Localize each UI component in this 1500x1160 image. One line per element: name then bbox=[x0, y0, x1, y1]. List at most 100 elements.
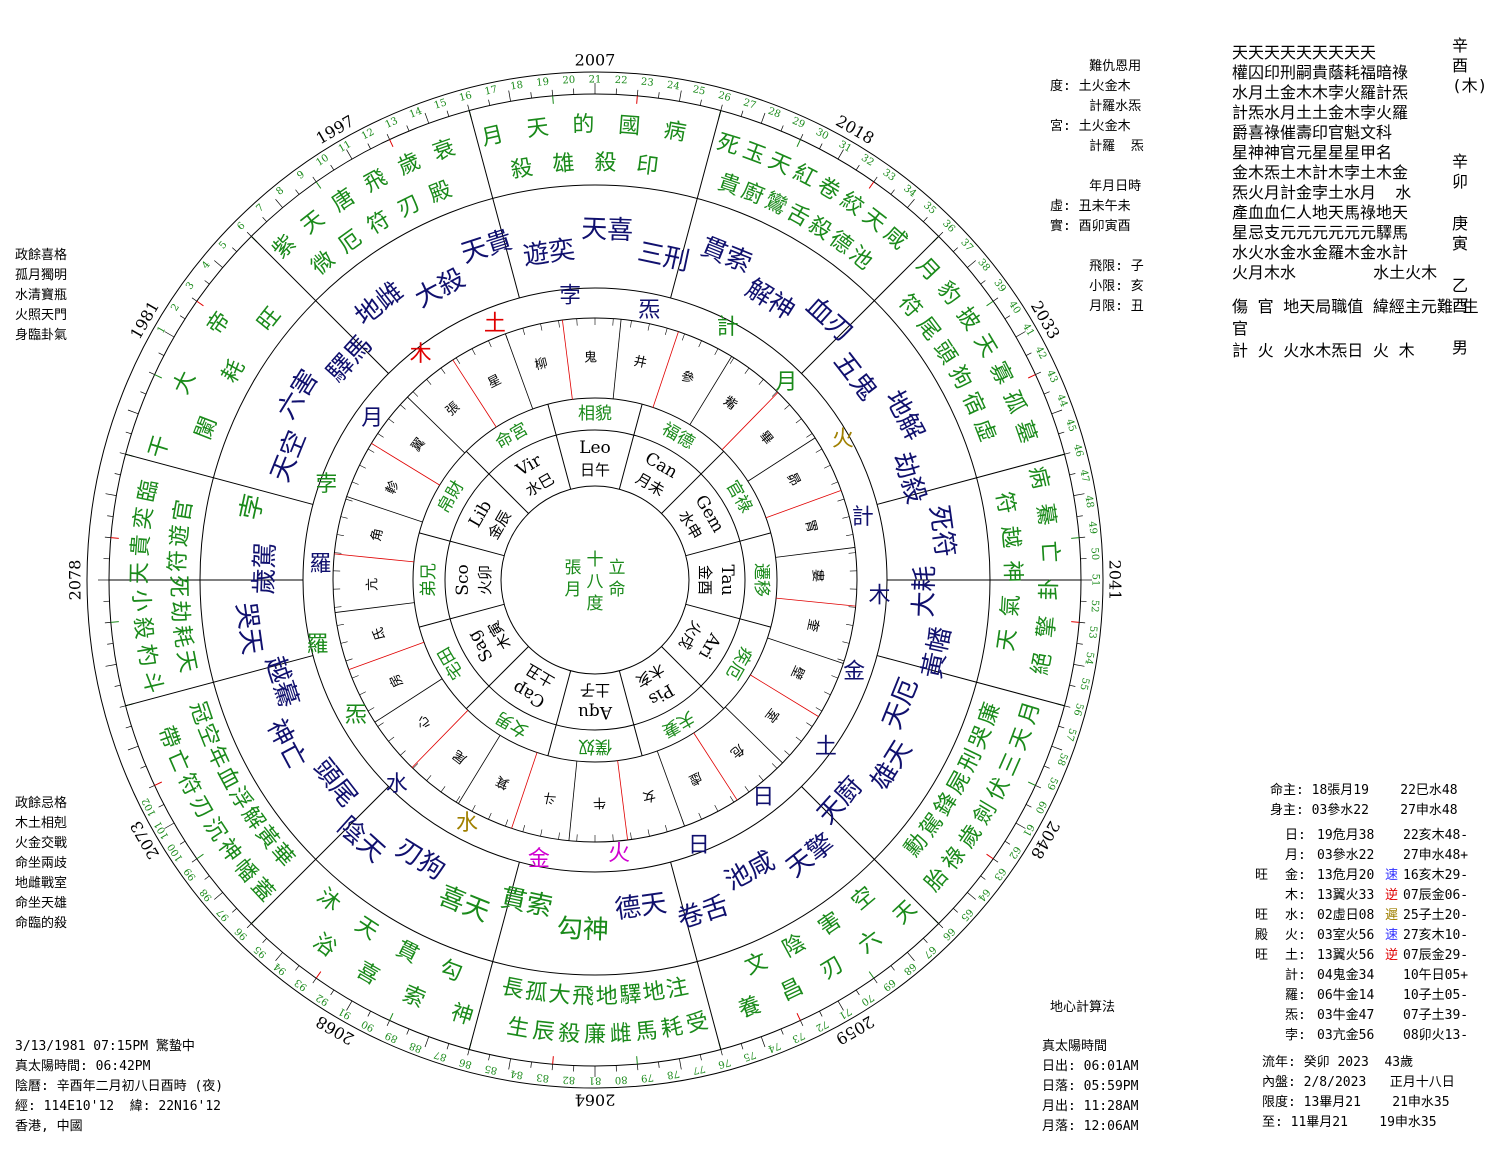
mansion-label: 畢 bbox=[756, 428, 776, 448]
mansion-divider bbox=[346, 496, 423, 523]
mansion-label: 翼 bbox=[409, 435, 429, 454]
planet-glyph: 羅 bbox=[307, 632, 329, 657]
degree-tick bbox=[771, 391, 778, 397]
age-tick bbox=[873, 977, 878, 984]
age-marker bbox=[154, 781, 162, 786]
outer-star-char: 紫 bbox=[268, 231, 301, 264]
house-star: 血刃 bbox=[800, 291, 859, 348]
degree-tick bbox=[558, 832, 560, 840]
age-tick bbox=[140, 765, 147, 769]
mansion-label: 奎 bbox=[804, 617, 821, 633]
outer-star-char: 頭 bbox=[928, 337, 961, 369]
outer-star-char: 官 bbox=[170, 498, 198, 524]
age-tick bbox=[1043, 391, 1050, 395]
age-tick bbox=[179, 840, 186, 845]
planet-k: 孛: bbox=[1285, 1028, 1306, 1043]
age-tick bbox=[800, 133, 804, 140]
duty-cell: 木 bbox=[1398, 341, 1425, 360]
age-tick bbox=[1064, 705, 1071, 708]
planet-k: 火: bbox=[1285, 928, 1306, 943]
age-label: 101 bbox=[152, 819, 171, 841]
sign-divider bbox=[661, 450, 725, 514]
outer-star-char: 闌 bbox=[191, 413, 222, 443]
age-tick bbox=[1015, 331, 1026, 338]
planet-b: 10午日05+ bbox=[1403, 968, 1469, 983]
pattern-line: 孤月獨明 bbox=[15, 268, 68, 283]
age-label: 11 bbox=[337, 139, 354, 155]
planet-b: 07辰金06- bbox=[1403, 888, 1469, 903]
pillar-branch: 卯 bbox=[1452, 172, 1469, 191]
outer-star-char: 飛 bbox=[360, 165, 391, 198]
mansion-divider bbox=[776, 597, 856, 607]
age-label: 30 bbox=[814, 127, 830, 143]
pillar-stem: 辛 bbox=[1452, 152, 1469, 171]
age-tick bbox=[164, 331, 175, 338]
outer-star-char: 刃 bbox=[394, 191, 425, 223]
age-label: 20 bbox=[562, 75, 575, 87]
planet-k: 土: bbox=[1285, 948, 1306, 963]
age-tick bbox=[1051, 745, 1063, 751]
age-tick bbox=[148, 785, 155, 789]
age-label: 29 bbox=[790, 116, 806, 131]
planet-glyph: 孛 bbox=[559, 284, 581, 309]
outer-star-char: 天 bbox=[350, 912, 382, 945]
mansion-divider bbox=[371, 443, 440, 486]
planet-a: 02虛日08 bbox=[1317, 908, 1375, 923]
mansion-label: 心 bbox=[414, 712, 434, 732]
pattern-line: 政餘忌格 bbox=[15, 796, 68, 811]
age-marker bbox=[1028, 374, 1036, 379]
grid-line: 天天天天天天天天天 bbox=[1232, 43, 1377, 62]
age-label: 60 bbox=[1033, 799, 1049, 815]
outer-star-char: 干 bbox=[145, 433, 175, 461]
planet-a: 03亢金56 bbox=[1317, 1028, 1375, 1043]
mansion-divider bbox=[750, 674, 819, 717]
degree-tick bbox=[714, 348, 719, 355]
age-tick bbox=[551, 89, 553, 96]
degree-tick bbox=[729, 357, 735, 364]
outer-star-char: 的 bbox=[572, 112, 595, 138]
palace-label: 女男 bbox=[492, 707, 531, 741]
outer-star-char: 耗 bbox=[659, 1014, 685, 1042]
outer-star-char: 小 bbox=[127, 589, 153, 612]
age-tick bbox=[1073, 493, 1085, 496]
pillar-branch: 酉 bbox=[1452, 56, 1469, 75]
planet-pre: 殿 bbox=[1255, 928, 1269, 943]
mansion-label: 牛 bbox=[593, 794, 606, 809]
degree-tick bbox=[359, 464, 366, 469]
outer-star-char: 臨 bbox=[134, 478, 163, 504]
sign-divider bbox=[547, 404, 572, 490]
degree-tick bbox=[824, 691, 831, 696]
outer-star-char: 驛 bbox=[618, 982, 642, 1009]
age-label: 2 bbox=[169, 302, 182, 313]
house-star: 五鬼 bbox=[827, 347, 883, 406]
degree-tick bbox=[455, 796, 461, 803]
outer-star-char: 廉 bbox=[584, 1023, 606, 1048]
outer-star-char: 耗 bbox=[218, 356, 251, 388]
house-star: 哭天 bbox=[230, 601, 267, 657]
outer-star-char: 天 bbox=[889, 896, 922, 929]
outer-star-char: 生 bbox=[505, 1014, 531, 1042]
auspicious-patterns: 政餘喜格孤月獨明水清寶瓶火照天門身臨卦氣 bbox=[15, 245, 67, 345]
age-tick bbox=[1025, 804, 1032, 808]
age-tick bbox=[295, 189, 300, 195]
birth-line: 陰曆: 辛酉年二月初八日酉時 (夜) bbox=[15, 1079, 224, 1094]
pillar-label: (木) bbox=[1452, 76, 1488, 95]
center-char: 十 bbox=[587, 550, 604, 570]
outer-star-char: 三 bbox=[995, 749, 1027, 779]
palace-label: 僕奴 bbox=[578, 736, 612, 756]
age-label: 44 bbox=[1054, 393, 1069, 409]
age-label: 3 bbox=[184, 280, 197, 292]
planet-a: 03牛金47 bbox=[1317, 1008, 1375, 1023]
lord-v: 03參水22 27申水48 bbox=[1311, 803, 1466, 818]
outer-star-char: 孤 bbox=[523, 979, 548, 1007]
degree-tick bbox=[831, 481, 839, 485]
degree-tick bbox=[440, 367, 446, 374]
pillar-stem: 庚 bbox=[1452, 214, 1469, 233]
age-tick bbox=[406, 125, 410, 132]
mansion-divider bbox=[747, 437, 816, 482]
planet-glyph: 計 bbox=[852, 505, 874, 530]
age-tick bbox=[1076, 643, 1083, 645]
